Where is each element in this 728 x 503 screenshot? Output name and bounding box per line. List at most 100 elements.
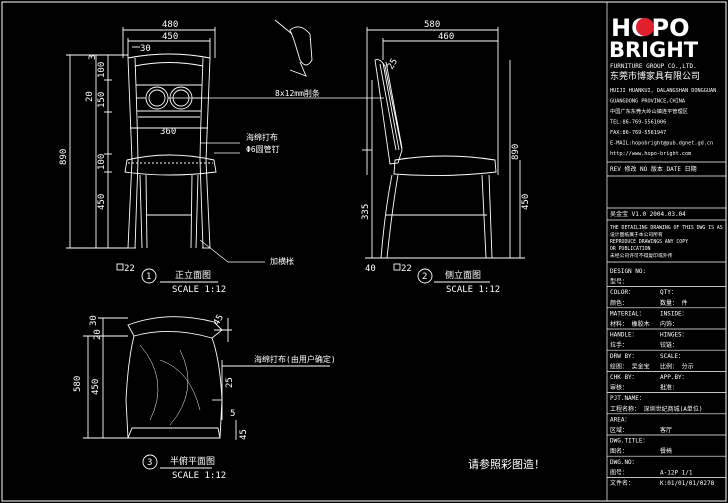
row-left: 审核： — [610, 384, 628, 392]
front-view-title: 正立面图 — [175, 269, 211, 281]
row-right: 客厅 — [660, 426, 672, 434]
dim-45-plan: 45 — [212, 313, 226, 327]
view-number-2: 2 — [422, 272, 427, 282]
refer-photo-note: 请参照彩图造！ — [468, 457, 545, 471]
row-left: 拉手： — [610, 341, 628, 349]
address-line: E-MAIL:hopobright@pub.dgnet.gd.cn — [610, 141, 713, 147]
dim-360: 360 — [160, 127, 176, 137]
row-left: PJT.NAME： — [610, 395, 645, 402]
address-block: HUIJI HUANKUI, DALANGSHAN DONGGUAN GUANGD… — [610, 88, 716, 157]
dim-3: 3 — [88, 55, 98, 60]
row-right: SCALE： — [660, 353, 684, 360]
row-right: 内饰： — [660, 320, 678, 328]
row-left: DRW BY： — [610, 353, 638, 360]
company-cn: 东莞市博家具有限公司 — [610, 70, 700, 82]
row-left: 文件名： — [610, 479, 634, 487]
notice-line: THE DETAILING DRAWING OF THIS DWG IS AS — [610, 225, 723, 231]
side-view-labels: 580 460 25 890 335 450 40 22 2 侧立面图 SCAL… — [361, 20, 531, 295]
notice-line: 设计图纸属于本公司所有 — [610, 231, 663, 238]
dim-890-side: 890 — [511, 144, 521, 160]
row-left: 型号： — [610, 278, 628, 286]
title-rows: DESIGN NO: 型号： COLOR： QTY： 颜色： 数量： 件 MATERIAL：… — [610, 268, 715, 487]
front-view-labels: 480 450 30 360 3 100 20 150 890 100 450 … — [59, 20, 226, 295]
notice-line: 未经公司许可不得复印或外传 — [610, 252, 673, 259]
row-left: 工程名称： 深圳世纪商城(A单位) — [610, 405, 702, 413]
row-right: INSIDE： — [660, 310, 688, 317]
row-left: DWG.NO： — [610, 459, 638, 466]
row-right: K:01/01/01/0278 — [660, 480, 715, 487]
row-left: 区域： — [610, 426, 628, 434]
dim-100: 100 — [97, 62, 107, 78]
address-line: HUIJI HUANKUI, DALANGSHAN DONGGUAN — [610, 88, 716, 94]
side-view — [362, 27, 525, 284]
row-left: 绘图： 吴金宝 — [610, 362, 650, 370]
row-left: AREA： — [610, 416, 630, 423]
row-left: DWG.TITLE： — [610, 438, 649, 445]
rev-header: REV 修改 NO 版本 DATE 日期 — [610, 165, 697, 173]
address-line: 中国广东东莞大岭山镇连平管理区 — [610, 107, 688, 115]
row-left: COLOR： — [610, 289, 634, 296]
logo-red-o-icon — [636, 18, 654, 36]
plan-view-scale: SCALE 1:12 — [172, 471, 226, 481]
row-left: MATERIAL： — [610, 310, 645, 317]
rev-row: 吴金宝 V1.0 2004.03.04 — [610, 210, 686, 218]
dim-100b: 100 — [97, 154, 107, 170]
row-left: 图号： — [610, 469, 628, 476]
front-view-scale: SCALE 1:12 — [172, 285, 226, 295]
dim-5-plan: 5 — [230, 409, 235, 419]
dim-22-side: 22 — [401, 264, 412, 274]
side-view-title: 侧立面图 — [445, 269, 481, 281]
row-right: 铰链： — [660, 341, 678, 349]
address-line: TEL:86-769-5561006 — [610, 120, 666, 126]
row-right: 批准： — [660, 384, 678, 392]
leaders — [170, 97, 384, 263]
dim-450-side: 450 — [521, 194, 531, 210]
notice-line: REPRODUCE DRAWINGS ANY COPY — [610, 239, 688, 245]
annotation-slat: 8x12mm削条 — [275, 88, 320, 98]
row-right: APP.BY： — [660, 374, 688, 381]
row-left: HANDLE： — [610, 332, 638, 339]
row-right: HINGES： — [660, 332, 688, 339]
annotation-nail: Φ6圆管钉 — [246, 144, 280, 154]
logo-bright: BRIGHT — [609, 38, 699, 62]
row-left: CHK BY： — [610, 374, 638, 381]
notice-block: THE DETAILING DRAWING OF THIS DWG IS AS设… — [610, 225, 723, 259]
address-line: http://www.hopo-bright.com — [610, 151, 691, 157]
annotation-stretcher: 加横枨 — [270, 256, 294, 266]
row-right: 餐椅 — [660, 447, 672, 455]
address-line: GUANGDONG PROVINCE,CHINA — [610, 99, 686, 105]
dim-480: 480 — [162, 20, 178, 30]
dim-335: 335 — [361, 204, 371, 220]
view-number-1: 1 — [146, 272, 151, 282]
view-number-3: 3 — [147, 458, 152, 468]
dim-40: 40 — [365, 264, 376, 274]
side-view-scale: SCALE 1:12 — [446, 285, 500, 295]
address-line: FAX:86-769-5561947 — [610, 130, 666, 136]
plan-view-title: 半俯平面图 — [170, 455, 215, 467]
profile-detail — [274, 19, 313, 77]
title-block-frame — [606, 2, 726, 501]
dim-450-h: 450 — [97, 194, 107, 210]
dim-20-plan: 20 — [93, 329, 103, 340]
row-right: QTY： — [660, 289, 677, 296]
row-left: DESIGN NO: — [610, 268, 646, 275]
dim-450-plan: 450 — [91, 379, 101, 395]
row-right: A-12P 1/1 — [660, 469, 693, 476]
dim-22: 22 — [124, 264, 135, 274]
annotation-fabric: 海绵打布 — [246, 132, 278, 142]
dim-890: 890 — [59, 149, 69, 165]
plan-view — [83, 316, 330, 470]
dim-25: 25 — [386, 57, 400, 71]
row-right: 比例： 分示 — [660, 362, 694, 370]
row-left: 颜色： — [610, 299, 628, 307]
dim-150: 150 — [97, 92, 107, 108]
row-left: 图名： — [610, 447, 628, 455]
annotation-plan-fabric: 海绵打布(由用户确定) — [254, 354, 336, 364]
front-view — [66, 27, 218, 284]
company-en: FURNITURE GROUP CO.,LTD. — [610, 63, 697, 70]
dim-20: 20 — [85, 91, 95, 102]
dim-30-plan: 30 — [89, 315, 99, 326]
row-right: 数量： 件 — [660, 299, 688, 307]
brand-logo: HOPO BRIGHT FURNITURE GROUP CO.,LTD. 东莞市… — [609, 14, 700, 82]
